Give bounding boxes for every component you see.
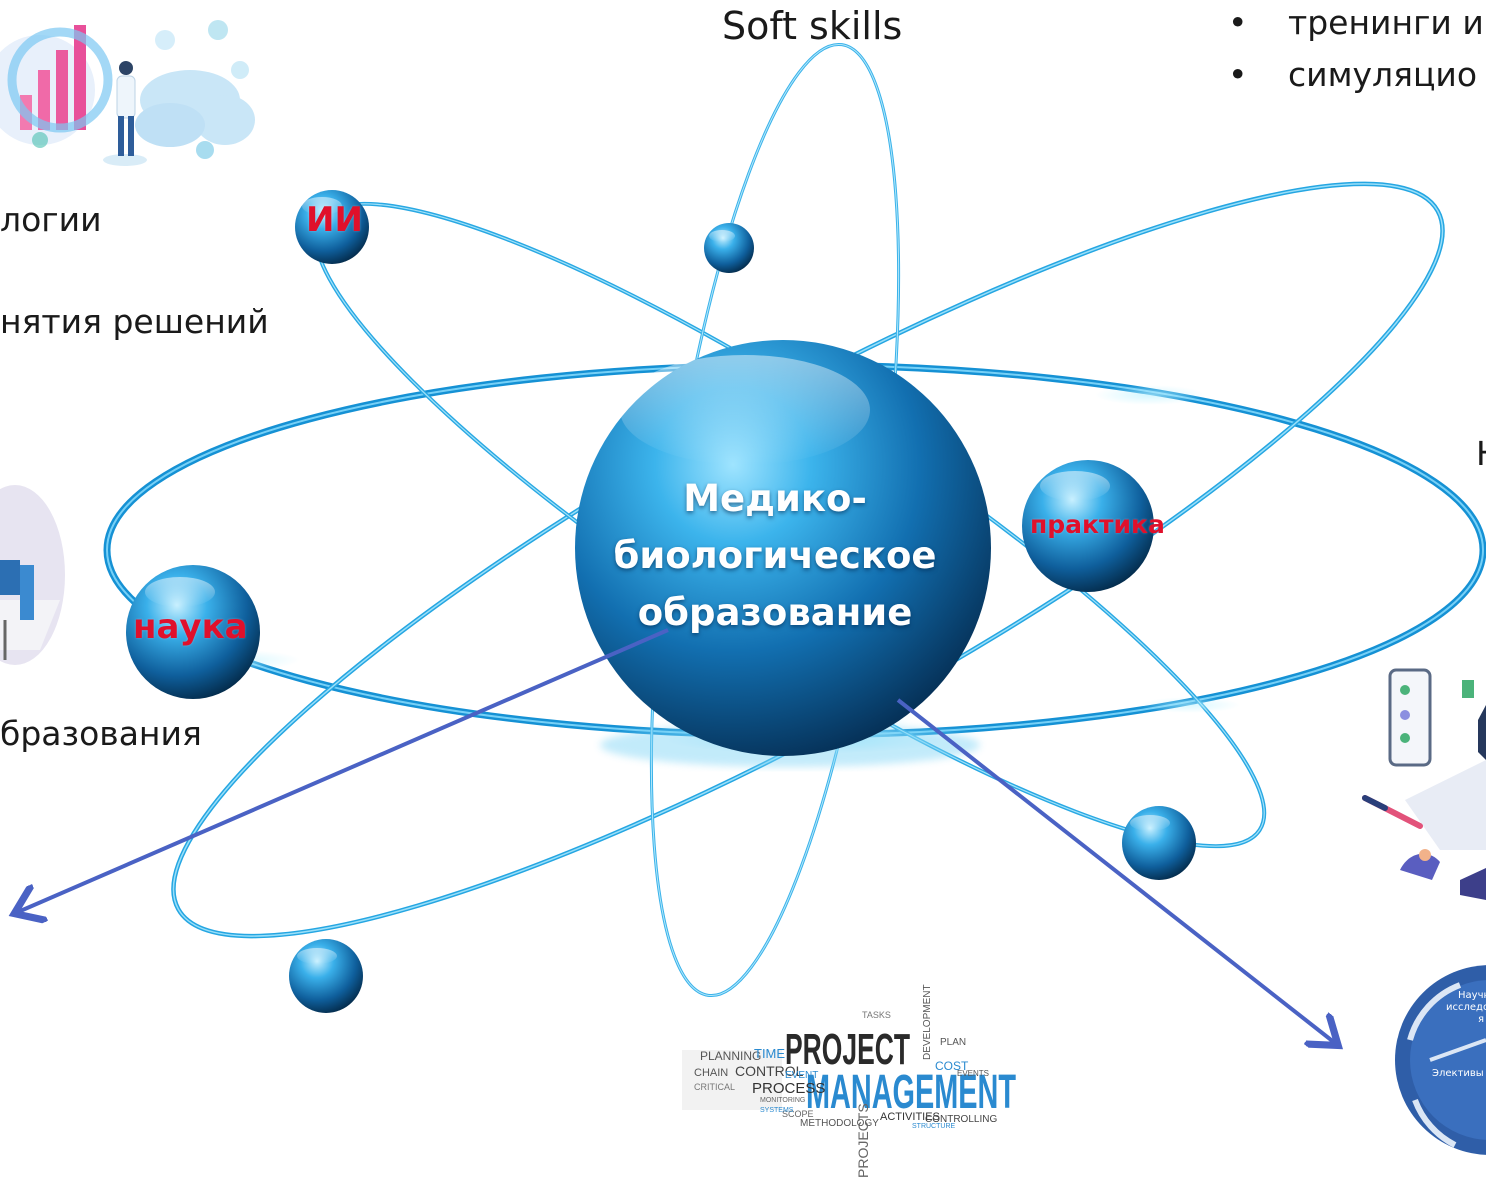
orb-label-ai: ИИ xyxy=(306,200,363,240)
wordcloud-critical: CRITICAL xyxy=(694,1082,735,1092)
cycle-label-3: я xyxy=(1478,1014,1484,1025)
graduation-cap-icon xyxy=(1400,849,1486,900)
nucleus-label-line-3: образование xyxy=(637,591,913,634)
wordcloud-time: TIME xyxy=(754,1046,785,1061)
right-fragment-text: Н xyxy=(1476,434,1486,473)
cycle-label-1: Научн xyxy=(1458,990,1486,1001)
chair-illustration-icon xyxy=(0,485,65,665)
left-text-1: логии xyxy=(0,200,102,239)
cycle-diagram-icon xyxy=(1395,965,1486,1155)
cycle-label-2: исследо xyxy=(1446,1002,1486,1013)
wordcloud-management: MANAGEMENT xyxy=(806,1066,1016,1119)
electron-top xyxy=(704,223,754,273)
bullet-text-2: симуляцио xyxy=(1288,55,1478,94)
wordcloud-projects: PROJECTS xyxy=(855,1103,871,1178)
electron-science xyxy=(126,565,260,699)
diagram-title: Soft skills xyxy=(722,4,903,48)
wordcloud-structure: STRUCTURE xyxy=(912,1123,955,1130)
wordcloud-chain: CHAIN xyxy=(694,1067,728,1079)
wordcloud-tasks: TASKS xyxy=(862,1010,891,1020)
electron-practice xyxy=(1022,460,1154,592)
wordcloud-monitoring: MONITORING xyxy=(760,1097,805,1104)
cycle-labels: Научн исследо я Элективы xyxy=(1432,990,1486,1079)
electron-bottom-right xyxy=(1122,806,1196,880)
tablet-illustration-icon xyxy=(1388,668,1474,767)
nucleus-label: Медико- биологическое образование xyxy=(570,470,980,641)
wordcloud-event: EVENT xyxy=(785,1070,818,1081)
wordcloud-process: PROCESS xyxy=(752,1080,825,1097)
orb-label-science: наука xyxy=(133,607,248,647)
wordcloud-controlling: CONTROLLING xyxy=(925,1114,997,1125)
pen-icon xyxy=(1362,795,1423,829)
wordcloud-methodology: METHODOLOGY xyxy=(800,1118,879,1129)
wordcloud-scope: SCOPE xyxy=(782,1109,814,1119)
nucleus-sphere xyxy=(575,340,991,767)
wordcloud-development: DEVELOPMENT xyxy=(922,984,933,1060)
wordcloud-control: CONTROL xyxy=(735,1063,804,1079)
wordcloud-activities: ACTIVITIES xyxy=(880,1111,940,1123)
scientist-icon xyxy=(103,61,147,166)
bullet-text-1: тренинги и xyxy=(1288,3,1484,42)
wordcloud-cost: COST xyxy=(935,1059,969,1073)
electron-bottom-left xyxy=(289,939,363,1013)
analytics-illustration-icon xyxy=(0,25,113,148)
arrows xyxy=(18,628,1335,1043)
orb-label-practice: практика xyxy=(1030,510,1165,539)
left-text-3: бразования xyxy=(0,714,202,753)
bullet-item: •тренинги и xyxy=(1228,3,1484,42)
nucleus-label-line-1: Медико- xyxy=(683,477,867,520)
wordcloud-systems: SYSTEMS xyxy=(760,1107,794,1114)
bullet-item: •симуляцио xyxy=(1228,55,1478,94)
wordcloud-graphic: PROJECT MANAGEMENT PLANNING TIME CONTROL… xyxy=(682,984,1016,1178)
wordcloud-plan: PLAN xyxy=(940,1037,966,1048)
left-text-2: нятия решений xyxy=(0,302,269,341)
nucleus-label-line-2: биологическое xyxy=(613,534,937,577)
right-bullet-list: •тренинги и •симуляцио xyxy=(1228,0,1484,104)
cloud-icon xyxy=(135,20,255,159)
wordcloud-events: EVENTS xyxy=(957,1069,989,1078)
cycle-label-4: Элективы xyxy=(1432,1068,1484,1079)
electron-ai xyxy=(295,190,369,264)
wordcloud-planning: PLANNING xyxy=(700,1049,761,1063)
laptop-illustration-icon xyxy=(1405,705,1486,850)
wordcloud-project: PROJECT xyxy=(785,1025,910,1074)
